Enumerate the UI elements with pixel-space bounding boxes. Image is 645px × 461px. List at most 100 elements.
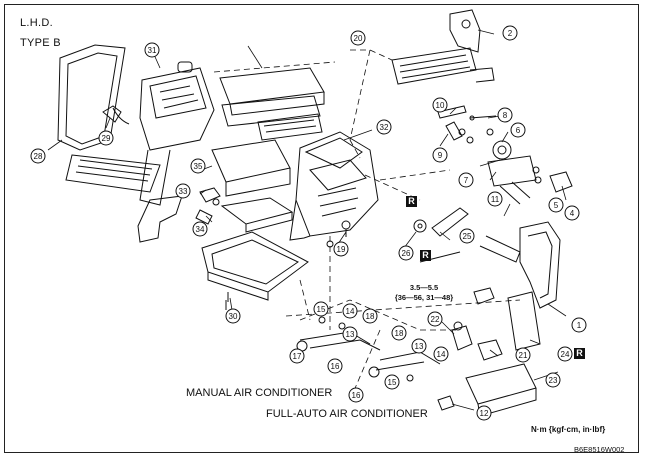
callout-26: 26 (398, 245, 414, 261)
callout-circle (502, 25, 518, 41)
callout-15: 15 (313, 301, 329, 317)
callout-circle (557, 346, 573, 362)
callout-16: 16 (348, 387, 364, 403)
callout-7: 7 (458, 172, 474, 188)
callout-circle (175, 183, 191, 199)
part-6-motor (492, 140, 512, 160)
callout-circle (391, 325, 407, 341)
part-32-heater-case (289, 131, 379, 248)
callout-18: 18 (391, 325, 407, 341)
part-24-panel (507, 291, 541, 351)
part-12-bracket (437, 395, 455, 411)
callout-21: 21 (515, 347, 531, 363)
callout-16: 16 (327, 358, 343, 374)
header-type: TYPE B (20, 37, 61, 49)
callout-number: 16 (352, 391, 361, 400)
callout-14: 14 (342, 303, 358, 319)
callout-number: 23 (549, 376, 558, 385)
callout-10: 10 (432, 97, 448, 113)
caption-manual: MANUAL AIR CONDITIONER (186, 387, 333, 399)
callout-number: 1 (577, 321, 582, 330)
callout-number: 5 (554, 201, 559, 210)
callout-number: 34 (196, 225, 205, 234)
r-mark-upper: R (406, 196, 417, 207)
callout-33: 33 (175, 183, 191, 199)
callout-number: 14 (346, 307, 355, 316)
callout-number: 35 (194, 162, 203, 171)
part-5-screws (532, 166, 542, 184)
torque-spec: 3.5—5.5 {36—56, 31—48} (374, 283, 474, 303)
callout-13: 13 (411, 338, 427, 354)
part-34-bracket (195, 209, 213, 225)
lower-left-duct (137, 195, 183, 243)
callout-circle (342, 303, 358, 319)
callout-24: 24 (557, 346, 573, 362)
part-28-duct (57, 44, 126, 151)
callout-number: 31 (148, 46, 157, 55)
callout-circle (411, 338, 427, 354)
bushing-washers (458, 128, 494, 144)
part-26-cam (413, 219, 427, 233)
part-1-duct (519, 221, 561, 309)
callout-20: 20 (350, 30, 366, 46)
callout-number: 8 (503, 111, 508, 120)
callout-number: 21 (519, 351, 528, 360)
callout-layer: 1245678910111213131414151516161718181920… (30, 25, 587, 421)
part-23-amplifier (465, 363, 537, 417)
part-33-actuator (199, 187, 221, 206)
callout-circle (350, 30, 366, 46)
callout-circle (333, 241, 349, 257)
callout-number: 15 (317, 305, 326, 314)
callout-22: 22 (427, 311, 443, 327)
part-8-lever (469, 115, 497, 121)
callout-circle (571, 317, 587, 333)
callout-circle (348, 387, 364, 403)
callout-number: 32 (380, 123, 389, 132)
r-mark-right: R (574, 348, 585, 359)
part-10-clip (437, 105, 467, 119)
callout-circle (144, 42, 160, 58)
callout-number: 7 (464, 176, 469, 185)
filter-frames (219, 67, 325, 141)
callout-4: 4 (564, 205, 580, 221)
callout-number: 4 (570, 209, 575, 218)
full-auto-linkage-group (368, 351, 441, 382)
callout-circle (433, 346, 449, 362)
callout-number: 24 (561, 350, 570, 359)
callout-circle (497, 107, 513, 123)
callout-number: 33 (179, 187, 188, 196)
figure-reference: B6E8516W002 (574, 445, 625, 454)
callout-circle (190, 158, 206, 174)
torque-value-alt: {36—56, 31—48} (394, 293, 454, 302)
callout-circle (564, 205, 580, 221)
callout-19: 19 (333, 241, 349, 257)
callout-32: 32 (376, 119, 392, 135)
header-lhd: L.H.D. (20, 17, 53, 29)
callout-17: 17 (289, 348, 305, 364)
callout-number: 2 (508, 29, 513, 38)
callout-circle (225, 308, 241, 324)
part-25-link-arm (431, 207, 521, 263)
callout-8: 8 (497, 107, 513, 123)
callout-29: 29 (98, 130, 114, 146)
callout-circle (398, 245, 414, 261)
callout-2: 2 (502, 25, 518, 41)
part-30-lower-case (201, 231, 309, 302)
callout-number: 11 (491, 195, 500, 204)
callout-28: 28 (30, 148, 46, 164)
part-7-plate (487, 155, 537, 187)
callout-number: 30 (229, 312, 238, 321)
caption-full-auto: FULL-AUTO AIR CONDITIONER (266, 408, 428, 420)
part-31-blower-case (139, 61, 215, 206)
callout-25: 25 (459, 228, 475, 244)
callout-circle (376, 119, 392, 135)
callout-31: 31 (144, 42, 160, 58)
callout-circle (289, 348, 305, 364)
callout-number: 15 (388, 378, 397, 387)
callout-number: 28 (34, 152, 43, 161)
callout-number: 19 (337, 245, 346, 254)
callout-circle (313, 301, 329, 317)
callout-number: 13 (346, 330, 355, 339)
callout-circle (459, 228, 475, 244)
